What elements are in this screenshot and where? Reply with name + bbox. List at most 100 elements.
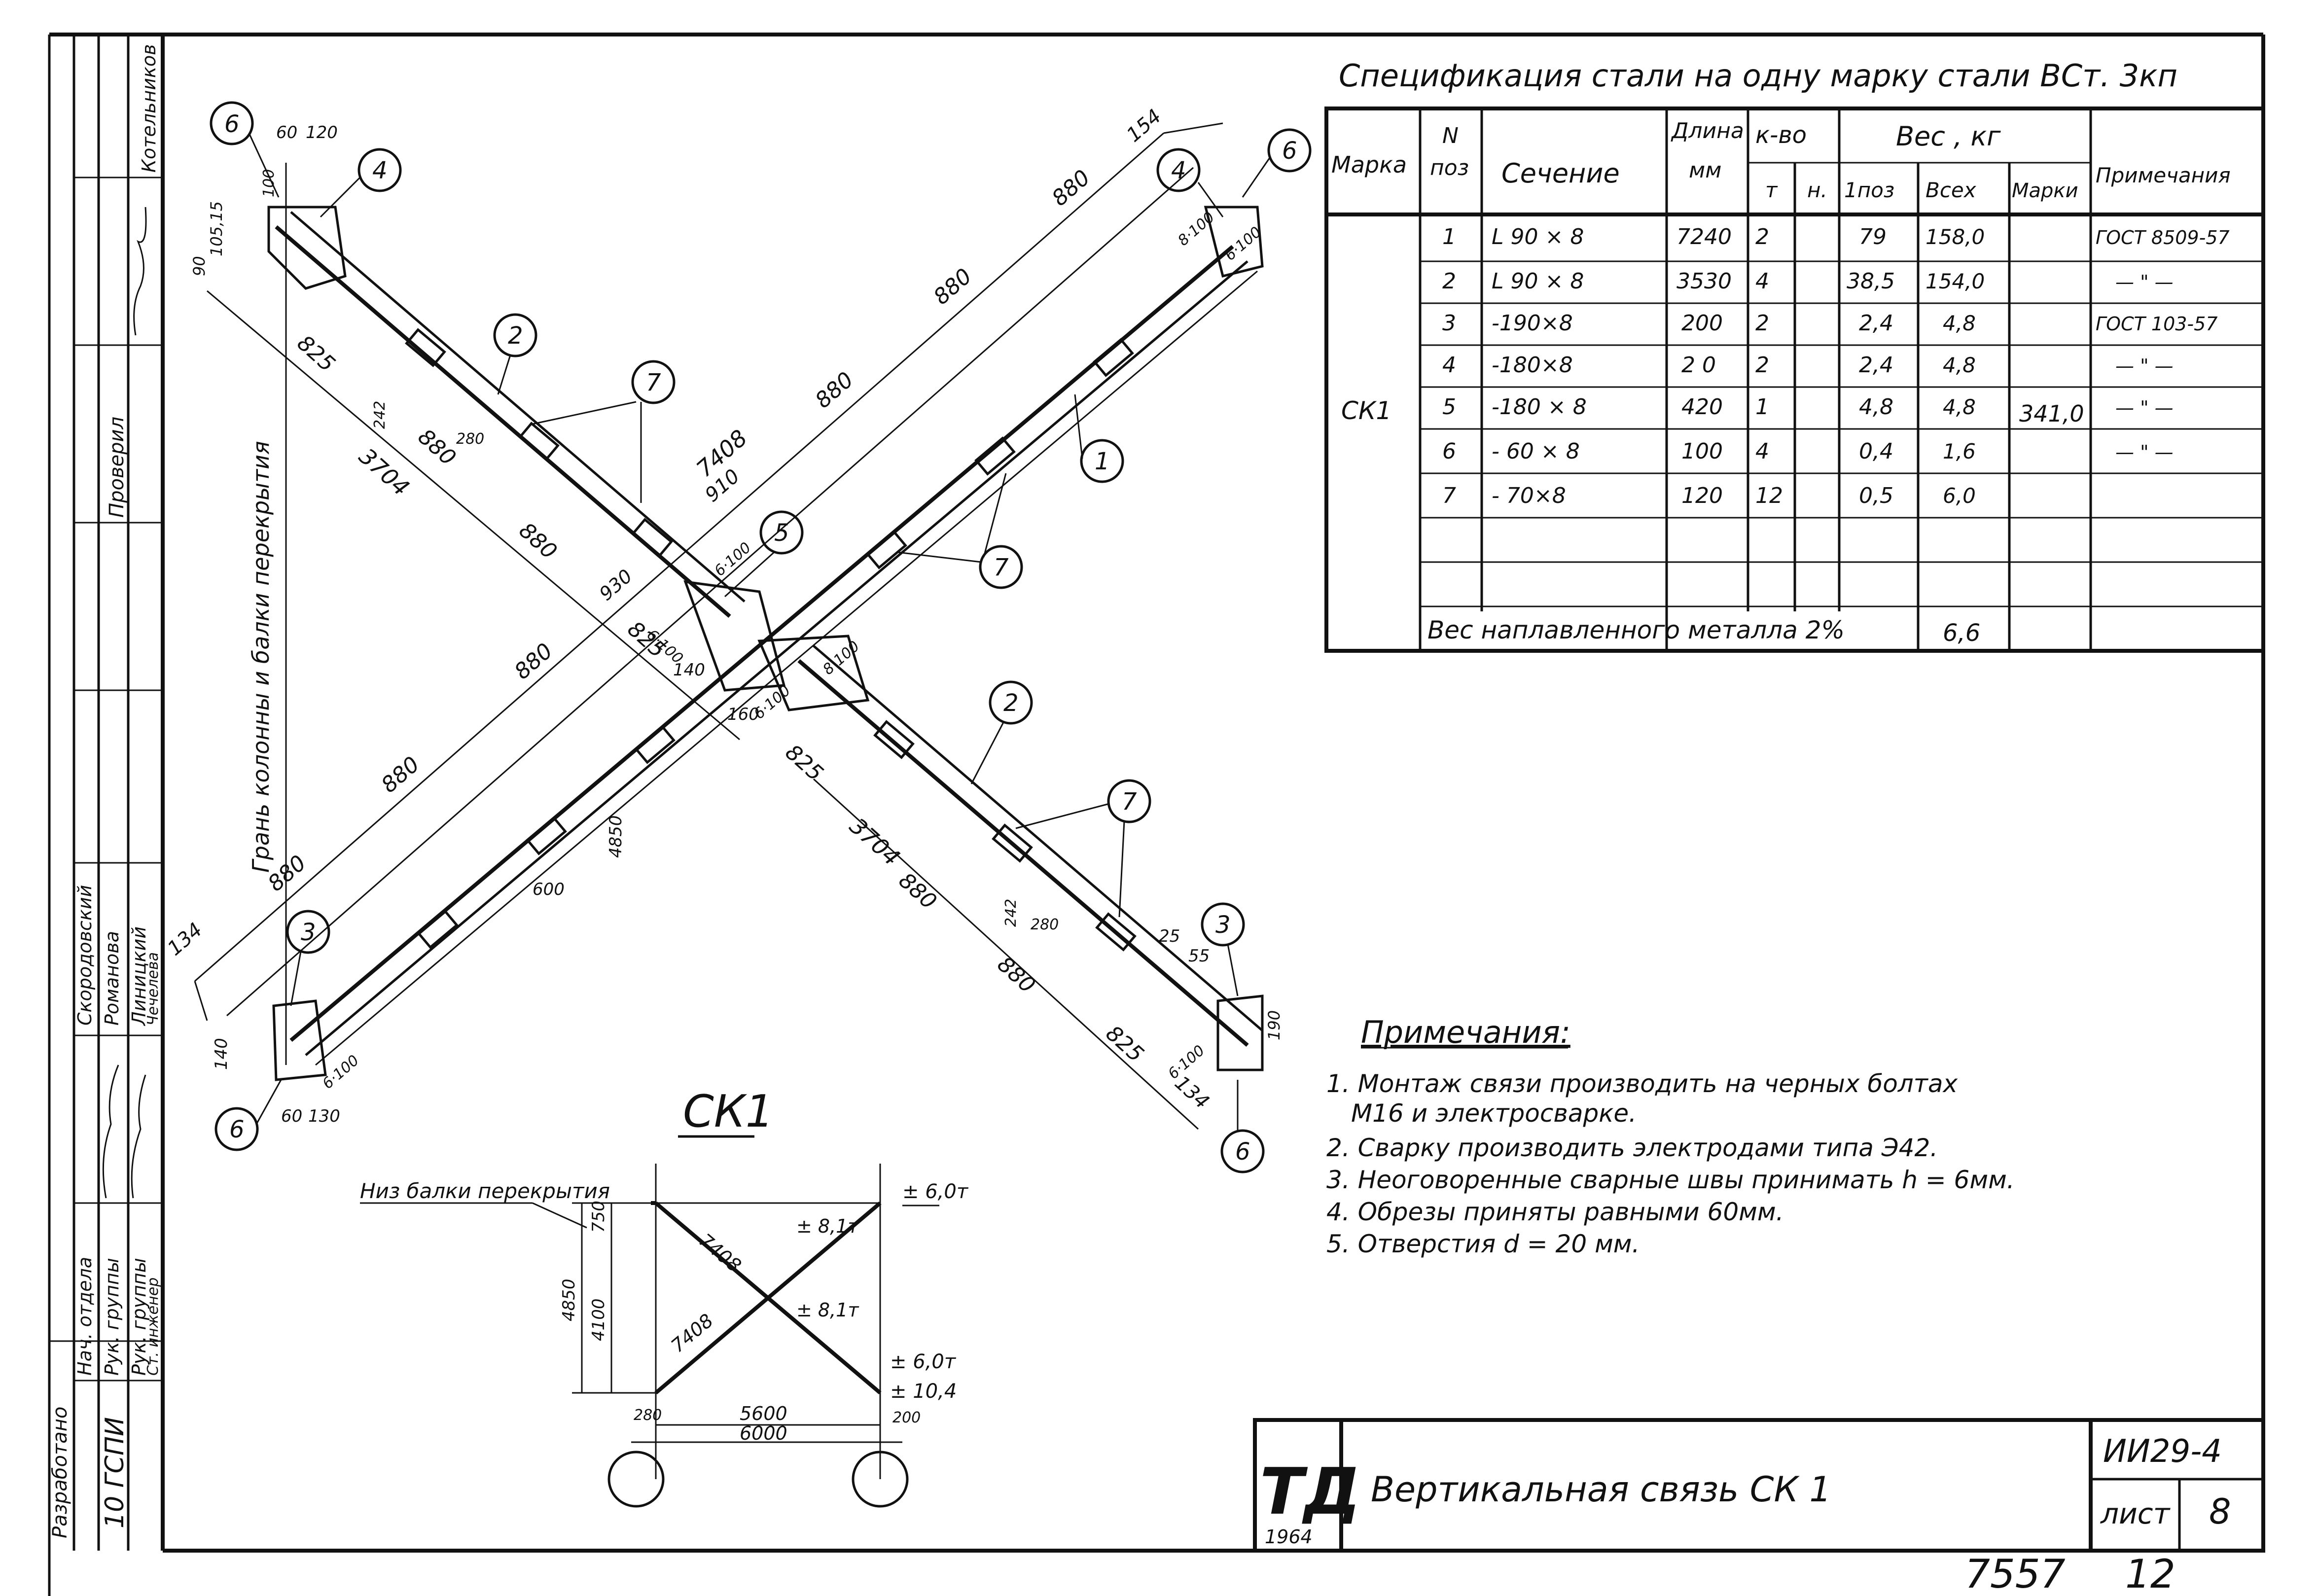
- cell-wall: 6,0: [1943, 484, 1976, 508]
- dim-825-a: 825: [292, 330, 340, 377]
- logo-year: 1964: [1265, 1526, 1313, 1548]
- dim-930: 930: [595, 565, 637, 605]
- spacer-pads: [405, 328, 1137, 952]
- column-face-label: Грань колонны и балки перекрытия: [248, 441, 274, 873]
- gusset-top-right: [1204, 206, 1264, 278]
- callout-4-tr: 4: [1156, 148, 1224, 217]
- table-row: 3 -190×8 200 2 2,4 4,8 ГОСТ 103-57: [1442, 311, 2218, 336]
- cell-length: 200: [1681, 311, 1723, 336]
- cell-wall: 1,6: [1943, 439, 1976, 463]
- dim-105-tl: 105,15: [207, 201, 226, 256]
- weld-value: 6,6: [1943, 619, 1980, 647]
- cell-section: - 70×8: [1492, 483, 1566, 508]
- cell-pos: 6: [1442, 439, 1456, 464]
- svg-text:4: 4: [1171, 157, 1186, 184]
- callout-6-bl: 6: [214, 1079, 282, 1151]
- title-block: ТД 1964 Вертикальная связь СК 1 ИИ29-4 л…: [1253, 1418, 2265, 1596]
- cell-note: — " —: [2115, 441, 2174, 463]
- table-row: 7 - 70×8 120 12 0,5 6,0: [1442, 483, 1976, 508]
- table-row: 6 - 60 × 8 100 4 0,4 1,6 — " —: [1442, 439, 2174, 464]
- table-row: 5 -180 × 8 420 1 4,8 4,8 — " —: [1442, 394, 2174, 420]
- member-2: [275, 211, 1263, 1047]
- spec-title: Спецификация стали на одну марку стали В…: [1339, 58, 2177, 94]
- cell-pos: 5: [1442, 394, 1456, 420]
- scheme-f2: ± 8,1т: [796, 1215, 859, 1237]
- hdr-section: Сечение: [1501, 158, 1620, 189]
- dim-600: 600: [533, 880, 565, 899]
- stamp-name-5: Чечелева: [144, 952, 162, 1026]
- svg-text:7: 7: [646, 369, 661, 396]
- callout-1: 1: [1074, 394, 1124, 483]
- dim-880-d: 880: [510, 638, 558, 685]
- cell-wall: 158,0: [1926, 225, 1985, 249]
- scheme-750: 750: [589, 1201, 608, 1233]
- dim-134-left: 134: [163, 919, 207, 960]
- cross-brace-view: Грань колонны и балки перекрытия: [163, 101, 1312, 1173]
- stamp-name-2: Скородовский: [74, 885, 96, 1026]
- stamp-name-4: Линицкий: [128, 926, 150, 1027]
- stamp-org: 10 ГСПИ: [100, 1417, 130, 1528]
- table-row: 4 -180×8 2 0 2 2,4 4,8 — " —: [1442, 353, 2174, 378]
- cell-note: — " —: [2115, 271, 2174, 293]
- dim-242-b: 242: [1002, 899, 1020, 927]
- hdr-qty-t: т: [1765, 178, 1778, 202]
- stamp-name-1: Котельников: [138, 44, 160, 173]
- cell-pos: 7: [1442, 483, 1456, 508]
- dim-140-c: 140: [673, 660, 705, 680]
- svg-text:2: 2: [508, 322, 523, 350]
- cell-pos: 4: [1442, 353, 1456, 378]
- column-axis-left: [607, 1451, 665, 1508]
- column-axis-right: [852, 1451, 909, 1508]
- cell-wall: 4,8: [1943, 353, 1976, 377]
- dim-160: 160: [727, 705, 759, 724]
- svg-text:6: 6: [1235, 1138, 1250, 1166]
- svg-text:3: 3: [301, 919, 316, 946]
- drawing-code: ИИ29-4: [2103, 1433, 2222, 1470]
- callout-4-tl: 4: [320, 148, 402, 218]
- scheme-f1: ± 6,0т: [902, 1180, 969, 1203]
- weld-6x100-a: 6·100: [711, 539, 754, 580]
- callout-7-mid: 7: [897, 473, 1023, 589]
- cell-w1: 38,5: [1847, 269, 1895, 294]
- hdr-w-mark: Марки: [2012, 179, 2078, 202]
- dim-60-bl: 60: [281, 1106, 302, 1126]
- cell-qty: 2: [1755, 311, 1769, 336]
- note-3: 3. Неоговоренные сварные швы принимать h…: [1326, 1166, 2015, 1194]
- dim-4850: 4850: [606, 815, 626, 858]
- cell-section: -180 × 8: [1492, 394, 1587, 420]
- svg-text:6: 6: [1282, 137, 1297, 165]
- dim-3704-b: 3704: [845, 813, 905, 871]
- note-1b: М16 и электросварке.: [1351, 1099, 1637, 1128]
- cell-note: — " —: [2115, 355, 2174, 377]
- cell-pos: 3: [1442, 311, 1456, 336]
- scheme-f5: ± 10,4: [890, 1380, 957, 1403]
- center-plate-2: [757, 635, 870, 711]
- scheme-f3: ± 8,1т: [796, 1299, 859, 1321]
- stamp-role-1: Нач. отдела: [74, 1257, 96, 1376]
- side-stamp: 10 ГСПИ Разработано Нач. отдела Рук. гру…: [49, 35, 163, 1551]
- scheme-7408-a: 7408: [695, 1229, 745, 1277]
- cell-section: L 90 × 8: [1492, 224, 1584, 249]
- cell-qty: 12: [1755, 483, 1783, 508]
- svg-text:7: 7: [994, 554, 1009, 581]
- scheme-280: 280: [634, 1407, 662, 1424]
- callout-6-tl: 6: [210, 101, 280, 198]
- dim-880-h: 880: [514, 518, 562, 564]
- cell-length: 120: [1681, 483, 1723, 508]
- cell-section: - 60 × 8: [1492, 439, 1580, 464]
- signature-2: [102, 1064, 119, 1199]
- archive-number: 7557: [1965, 1551, 2066, 1596]
- callout-6-tr: 6: [1242, 128, 1312, 198]
- dim-880-i: 880: [894, 868, 942, 914]
- callout-2-br: 2: [970, 680, 1033, 784]
- cell-wall: 4,8: [1943, 311, 1976, 335]
- note-2: 2. Сварку производить электродами типа Э…: [1326, 1134, 1938, 1162]
- cell-wall: 154,0: [1926, 269, 1985, 293]
- cell-section: -180×8: [1492, 353, 1573, 378]
- dim-60-tl: 60: [276, 123, 297, 142]
- notes-title: Примечания:: [1361, 1014, 1570, 1050]
- hdr-length: Длина: [1671, 118, 1744, 143]
- dim-3704-a: 3704: [354, 443, 415, 501]
- dim-242-a: 242: [371, 401, 389, 429]
- hdr-qty-n: н.: [1807, 178, 1827, 202]
